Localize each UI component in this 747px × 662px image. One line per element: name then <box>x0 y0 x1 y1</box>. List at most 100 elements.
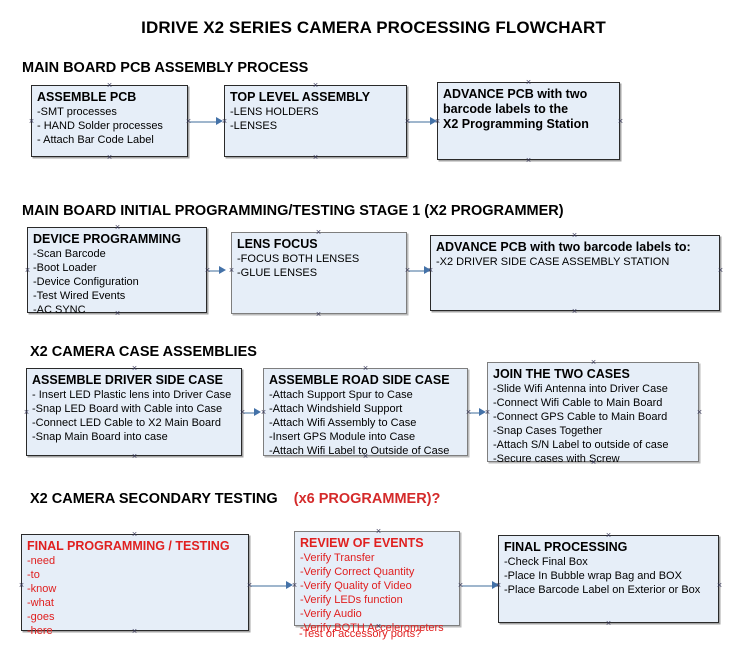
connector-handle[interactable] <box>590 359 597 366</box>
box-line: - Attach Bar Code Label <box>37 134 154 146</box>
connector-handle[interactable] <box>617 118 624 125</box>
box-assemble-pcb[interactable]: ASSEMBLE PCB -SMT processes - HAND Solde… <box>31 85 188 157</box>
connector-handle[interactable] <box>106 82 113 89</box>
box-overflow-line: -Test of accessory ports? <box>299 628 422 640</box>
connector-handle[interactable] <box>696 409 703 416</box>
box-device-programming[interactable]: DEVICE PROGRAMMING -Scan Barcode -Boot L… <box>27 227 207 316</box>
connector-handle[interactable] <box>465 409 472 416</box>
connector-handle[interactable] <box>427 267 434 274</box>
connector-handle[interactable] <box>239 409 246 416</box>
connector-handle[interactable] <box>23 409 30 416</box>
connector-handle[interactable] <box>114 224 121 231</box>
connector-handle[interactable] <box>260 409 267 416</box>
connector-handle[interactable] <box>204 267 211 274</box>
connector-line <box>244 412 257 414</box>
connector-handle[interactable] <box>291 582 298 589</box>
connector-handle[interactable] <box>434 118 441 125</box>
connector-handle[interactable] <box>716 582 723 589</box>
connector-handle[interactable] <box>484 409 491 416</box>
box-line: -Device Configuration <box>33 276 139 288</box>
box-line: -what <box>27 597 54 609</box>
box-line: -Check Final Box <box>504 556 588 568</box>
connector-handle[interactable] <box>185 118 192 125</box>
box-title: FINAL PROCESSING <box>504 540 628 554</box>
box-review-of-events[interactable]: REVIEW OF EVENTS -Verify Transfer -Verif… <box>294 531 460 634</box>
connector-handle[interactable] <box>525 79 532 86</box>
connector-line <box>470 412 482 414</box>
box-line: -Verify Transfer <box>300 552 375 564</box>
connector-handle[interactable] <box>228 267 235 274</box>
connector-handle[interactable] <box>106 154 113 161</box>
box-line: -LENSES <box>230 120 278 132</box>
connector-line <box>462 585 495 587</box>
box-lens-focus[interactable]: LENS FOCUS -FOCUS BOTH LENSES -GLUE LENS… <box>231 232 407 314</box>
arrow-head-icon <box>286 581 293 589</box>
connector-handle[interactable] <box>717 267 724 274</box>
box-final-processing[interactable]: FINAL PROCESSING -Check Final Box -Place… <box>498 535 719 623</box>
arrow-head-icon <box>254 408 261 416</box>
connector-handle[interactable] <box>525 157 532 164</box>
connector-handle[interactable] <box>404 267 411 274</box>
connector-handle[interactable] <box>605 620 612 627</box>
box-line: -Insert GPS Module into Case <box>269 431 416 443</box>
box-line: -FOCUS BOTH LENSES <box>237 253 360 265</box>
box-final-programming-testing[interactable]: FINAL PROGRAMMING / TESTING -need -to -k… <box>21 534 249 637</box>
connector-handle[interactable] <box>571 308 578 315</box>
box-line: -Boot Loader <box>33 262 97 274</box>
connector-handle[interactable] <box>131 628 138 635</box>
connector-handle[interactable] <box>362 365 369 372</box>
connector-handle[interactable] <box>571 232 578 239</box>
connector-line <box>409 270 427 272</box>
box-assemble-driver-side-case[interactable]: ASSEMBLE DRIVER SIDE CASE - Insert LED P… <box>26 368 242 456</box>
box-line: -Verify Audio <box>300 608 362 620</box>
box-line: -X2 DRIVER SIDE CASE ASSEMBLY STATION <box>436 256 670 268</box>
connector-handle[interactable] <box>362 453 369 460</box>
box-title: REVIEW OF EVENTS <box>300 536 424 550</box>
connector-handle[interactable] <box>312 82 319 89</box>
connector-handle[interactable] <box>457 582 464 589</box>
box-advance-pcb-driver-side-case[interactable]: ADVANCE PCB with two barcode labels to: … <box>430 235 720 311</box>
box-line: -goes <box>27 611 55 623</box>
box-title: ASSEMBLE PCB <box>37 90 137 104</box>
box-line: -Verify Quality of Video <box>300 580 412 592</box>
box-line: -to <box>27 569 40 581</box>
box-line: - Insert LED Plastic lens into Driver Ca… <box>32 389 232 401</box>
connector-handle[interactable] <box>315 311 322 318</box>
connector-handle[interactable] <box>24 267 31 274</box>
box-line: -need <box>27 555 56 567</box>
box-line: -GLUE LENSES <box>237 267 318 279</box>
box-line: -Connect LED Cable to X2 Main Board <box>32 417 221 429</box>
connector-handle[interactable] <box>375 528 382 535</box>
connector-handle[interactable] <box>114 310 121 317</box>
section-heading-main-board-initial-programming: MAIN BOARD INITIAL PROGRAMMING/TESTING S… <box>22 203 564 219</box>
connector-handle[interactable] <box>221 118 228 125</box>
box-advance-pcb-programming-station[interactable]: ADVANCE PCB with two barcode labels to t… <box>437 82 620 160</box>
connector-handle[interactable] <box>495 582 502 589</box>
connector-handle[interactable] <box>246 582 253 589</box>
box-title: TOP LEVEL ASSEMBLY <box>230 90 371 104</box>
box-join-the-two-cases[interactable]: JOIN THE TWO CASES -Slide Wifi Antenna i… <box>487 362 699 465</box>
box-title: LENS FOCUS <box>237 237 318 251</box>
connector-handle[interactable] <box>404 118 411 125</box>
connector-handle[interactable] <box>18 582 25 589</box>
box-title: ASSEMBLE ROAD SIDE CASE <box>269 373 450 387</box>
connector-handle[interactable] <box>315 229 322 236</box>
box-line: -Snap Main Board into case <box>32 431 168 443</box>
box-line: -Connect GPS Cable to Main Board <box>493 411 668 423</box>
connector-handle[interactable] <box>312 154 319 161</box>
box-assemble-road-side-case[interactable]: ASSEMBLE ROAD SIDE CASE -Attach Support … <box>263 368 468 457</box>
box-line: -Attach Wifi Label to Outside of Case <box>269 445 450 457</box>
connector-line <box>209 270 221 272</box>
box-line: -Snap Cases Together <box>493 425 603 437</box>
connector-handle[interactable] <box>605 532 612 539</box>
connector-handle[interactable] <box>131 531 138 538</box>
connector-handle[interactable] <box>131 453 138 460</box>
box-line: -know <box>27 583 57 595</box>
box-top-level-assembly[interactable]: TOP LEVEL ASSEMBLY -LENS HOLDERS -LENSES <box>224 85 407 157</box>
connector-handle[interactable] <box>131 365 138 372</box>
box-title: ASSEMBLE DRIVER SIDE CASE <box>32 373 224 387</box>
connector-handle[interactable] <box>590 459 597 466</box>
connector-handle[interactable] <box>28 118 35 125</box>
box-line: -Scan Barcode <box>33 248 106 260</box>
